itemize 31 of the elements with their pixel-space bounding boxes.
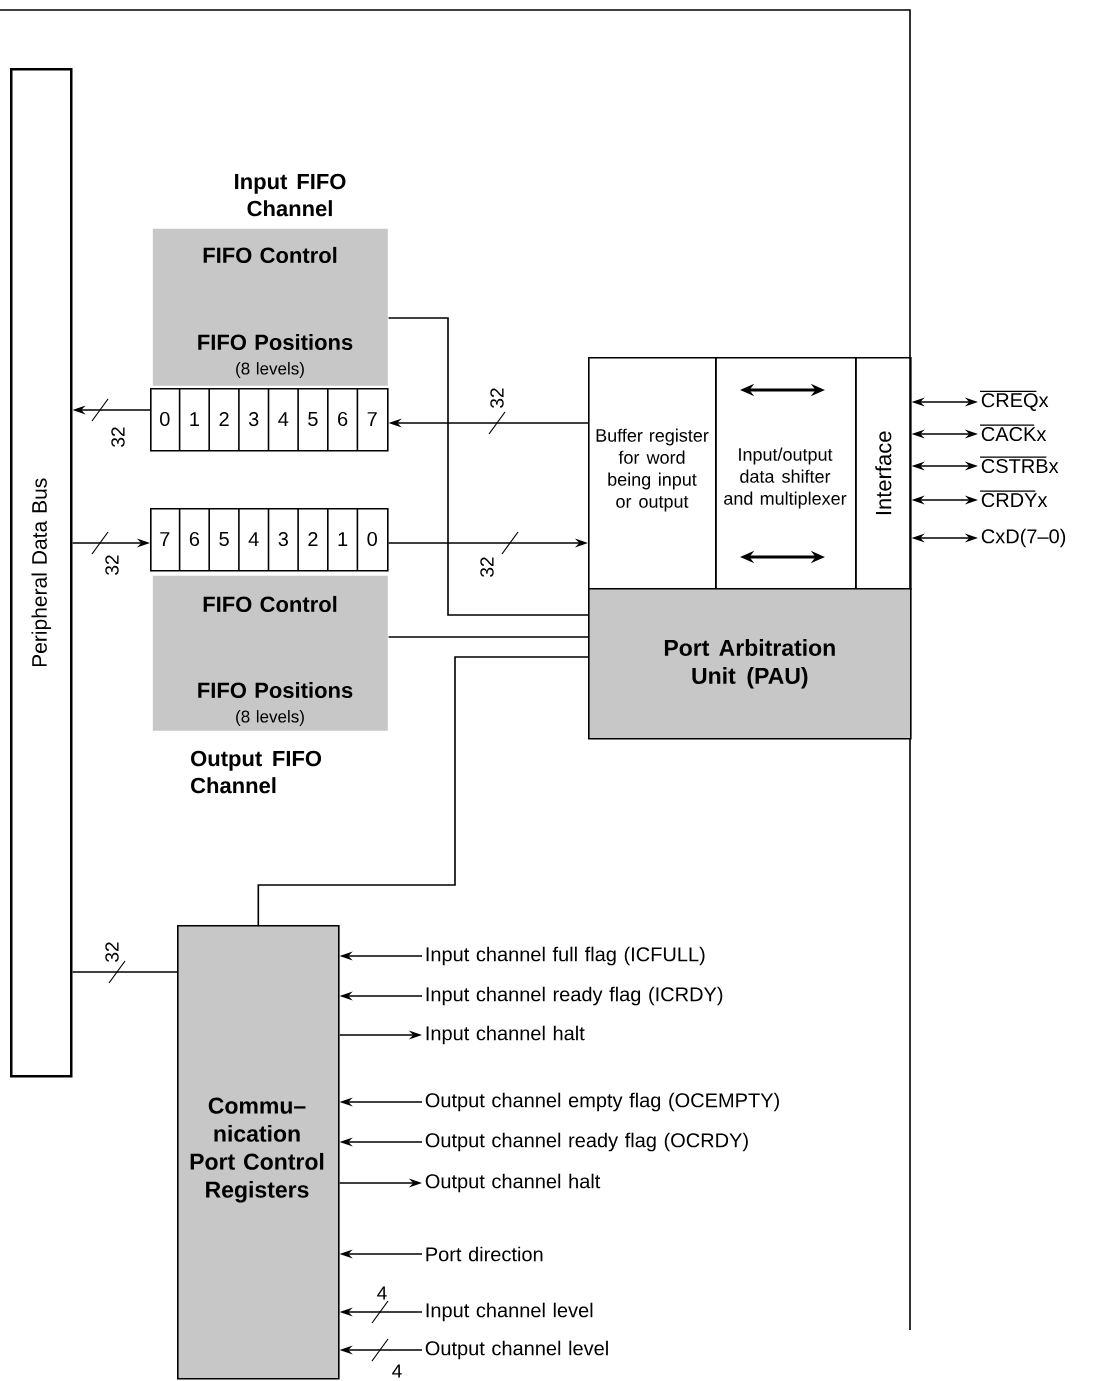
fifo-block: Input FIFO Channel FIFO Control FIFO Positions (8 levels) xyxy=(152,173,388,386)
edge-label: 4 xyxy=(392,1364,402,1378)
signal-label: Output channel level xyxy=(425,1340,608,1360)
signal-label: Input channel halt xyxy=(426,1025,585,1045)
edge-label: 32 xyxy=(105,942,119,962)
signal-label: Output channel ready flag (OCRDY) xyxy=(425,1132,748,1152)
signal-label: CREQx xyxy=(979,390,1049,411)
interface-box: Interface xyxy=(855,357,912,590)
signal-label: Output channel empty flag (OCEMPTY) xyxy=(425,1092,779,1112)
edge-label: 4 xyxy=(377,1286,387,1300)
signal-label: CxD(7–0) xyxy=(981,528,1066,548)
signal-label: Output channel halt xyxy=(425,1173,601,1193)
register-box: Commu– nication Port Control Registers xyxy=(177,925,340,1380)
arbitration-box: Port Arbitration Unit (PAU) xyxy=(588,588,912,740)
fifo-block: FIFO Control FIFO Positions (8 levels) Output FIFO Channel xyxy=(152,575,388,794)
signal-label: Input channel ready flag (ICRDY) xyxy=(426,986,723,1006)
signal-label: CRDYx xyxy=(979,490,1048,508)
node-label: Output FIFO Channel xyxy=(191,750,322,794)
signal-label: CSTRBx xyxy=(979,456,1059,474)
edge-label: 32 xyxy=(490,388,504,408)
register-row: 7 6 5 4 3 2 1 0 xyxy=(150,507,389,572)
signal-label: Port direction xyxy=(426,1246,543,1262)
edge-label: 32 xyxy=(105,555,119,575)
signal-label: Input channel full flag (ICFULL) xyxy=(426,946,705,966)
signal-label: Input channel level xyxy=(426,1302,593,1322)
signal-label: CACKx xyxy=(979,424,1047,442)
edge-label: 32 xyxy=(480,557,494,577)
register-row: 0 1 2 3 4 5 6 7 xyxy=(150,387,389,452)
node-label: Input FIFO Channel xyxy=(235,173,346,217)
edge-label: 32 xyxy=(111,427,125,447)
bus-box: Peripheral Data Bus xyxy=(10,68,73,1078)
